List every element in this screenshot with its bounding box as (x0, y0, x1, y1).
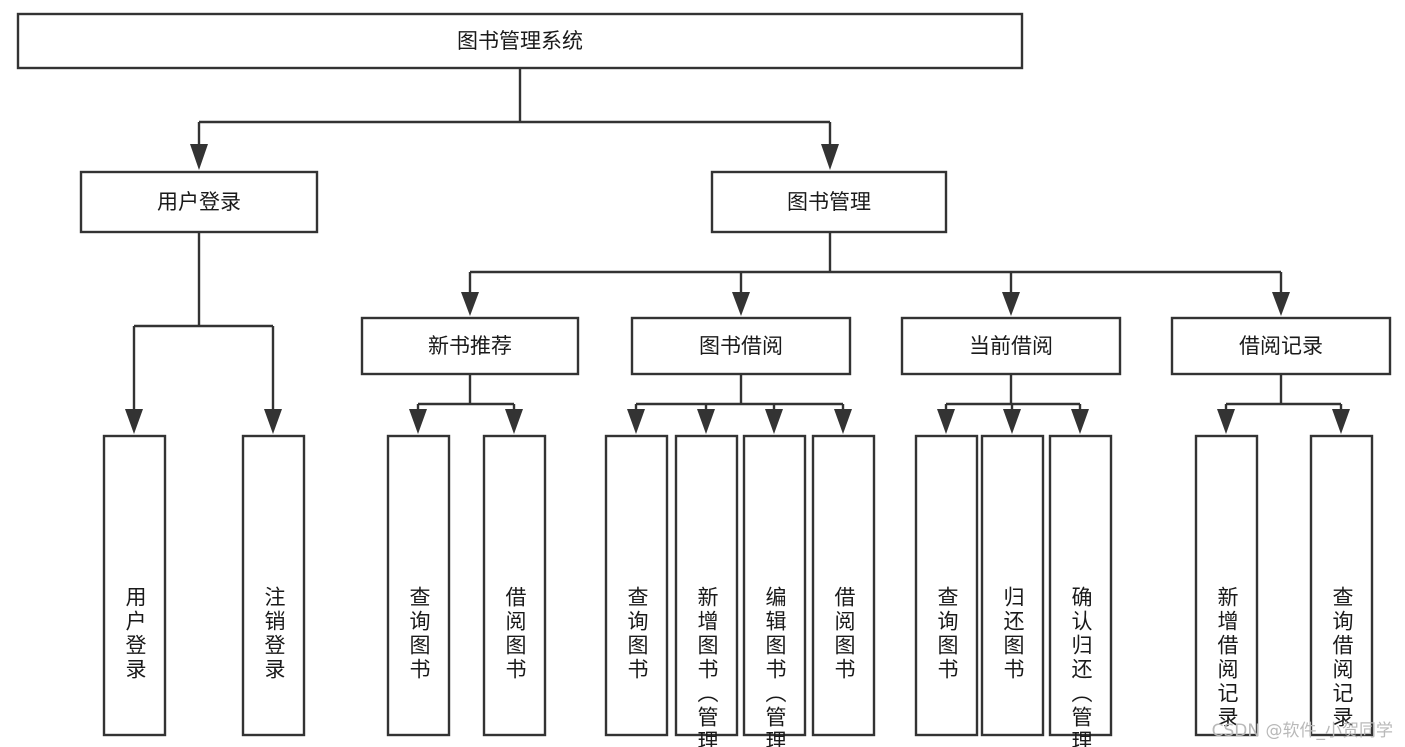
node-leaf-borrow-book-recommend-label: 借阅图书 (503, 586, 527, 682)
node-root-label: 图书管理系统 (457, 29, 583, 53)
node-new-book-recommend-box[interactable] (360, 316, 580, 376)
node-leaf-query-book-borrow-label: 查询图书 (625, 586, 649, 682)
node-leaf-query-book-current-box[interactable] (914, 434, 979, 737)
arrowhead-user-login (190, 144, 208, 170)
node-leaf-borrow-book-recommend-box[interactable] (482, 434, 547, 737)
node-borrow-record-box[interactable] (1170, 316, 1392, 376)
node-leaf-query-borrow-record-label: 查询借阅记录 (1330, 586, 1354, 730)
node-new-book-recommend-label: 新书推荐 (428, 334, 512, 358)
node-book-borrow-label: 图书借阅 (699, 334, 783, 358)
node-leaf-return-book-label: 归还图书 (1001, 586, 1025, 682)
node-leaf-query-book-borrow[interactable]: 查询图书 (604, 434, 669, 737)
arrowhead-leaf-edit-book (765, 409, 783, 434)
node-leaf-user-login-label: 用户登录 (123, 586, 147, 682)
node-leaf-add-borrow-record-box[interactable] (1194, 434, 1259, 737)
connector-layer (125, 68, 1350, 434)
node-leaf-query-book-current[interactable]: 查询图书 (914, 434, 979, 737)
node-leaf-borrow-book[interactable]: 借阅图书 (811, 434, 876, 737)
node-leaf-borrow-book-box[interactable] (811, 434, 876, 737)
node-leaf-user-logout[interactable]: 注销登录 (241, 434, 306, 737)
node-borrow-record-label: 借阅记录 (1239, 334, 1323, 358)
node-leaf-return-book-box[interactable] (980, 434, 1045, 737)
arrowhead-book-borrow (732, 292, 750, 316)
arrowhead-borrow-record (1272, 292, 1290, 316)
node-leaf-query-book-recommend-label: 查询图书 (407, 586, 431, 682)
arrowhead-leaf-add-record (1217, 409, 1235, 434)
arrowhead-current-borrow (1002, 292, 1020, 316)
node-leaf-user-login[interactable]: 用户登录 (102, 434, 167, 737)
arrowhead-leaf-borrow-book-bor (834, 409, 852, 434)
node-leaf-user-logout-label: 注销登录 (262, 586, 286, 682)
node-leaf-confirm-return-label: 确认归还（管理员） (1069, 586, 1093, 747)
node-leaf-add-book-box[interactable] (674, 434, 739, 737)
node-book-borrow-box[interactable] (630, 316, 852, 376)
node-leaf-query-book-recommend-box[interactable] (386, 434, 451, 737)
node-leaf-edit-book-label: 编辑图书（管理员） (763, 586, 787, 747)
node-user-login[interactable]: 用户登录 (79, 170, 319, 234)
node-root-box[interactable] (16, 12, 1024, 70)
node-leaf-edit-book-box[interactable] (742, 434, 807, 737)
node-leaf-query-book-recommend[interactable]: 查询图书 (386, 434, 451, 737)
node-book-management[interactable]: 图书管理 (710, 170, 948, 234)
node-root[interactable]: 图书管理系统 (16, 12, 1024, 70)
node-current-borrow[interactable]: 当前借阅 (900, 316, 1122, 376)
arrowhead-new-book-recommend (461, 292, 479, 316)
node-leaf-return-book[interactable]: 归还图书 (980, 434, 1045, 737)
node-leaf-add-borrow-record[interactable]: 新增借阅记录 (1194, 434, 1259, 737)
node-book-borrow[interactable]: 图书借阅 (630, 316, 852, 376)
node-leaf-edit-book[interactable]: 编辑图书（管理员） (742, 434, 807, 747)
arrowhead-leaf-confirm-return (1071, 409, 1089, 434)
arrowhead-leaf-user-login (125, 409, 143, 434)
node-leaf-borrow-book-label: 借阅图书 (832, 586, 856, 682)
node-leaf-query-borrow-record[interactable]: 查询借阅记录 (1309, 434, 1374, 737)
node-leaf-user-logout-box[interactable] (241, 434, 306, 737)
node-current-borrow-box[interactable] (900, 316, 1122, 376)
node-user-login-box[interactable] (79, 170, 319, 234)
arrowhead-book-management (821, 144, 839, 170)
node-leaf-add-book-label: 新增图书（管理员） (695, 586, 719, 747)
node-book-management-label: 图书管理 (787, 190, 871, 214)
arrowhead-leaf-add-book (697, 409, 715, 434)
arrowhead-leaf-query-book-bor (627, 409, 645, 434)
node-leaf-add-book[interactable]: 新增图书（管理员） (674, 434, 739, 747)
node-current-borrow-label: 当前借阅 (969, 334, 1053, 358)
node-leaf-query-book-borrow-box[interactable] (604, 434, 669, 737)
node-leaf-confirm-return[interactable]: 确认归还（管理员） (1048, 434, 1113, 747)
arrowhead-leaf-borrow-book-rec (505, 409, 523, 434)
node-leaf-query-borrow-record-box[interactable] (1309, 434, 1374, 737)
node-leaf-query-book-current-label: 查询图书 (935, 586, 959, 682)
arrowhead-leaf-query-book-cur (937, 409, 955, 434)
arrowhead-leaf-return-book (1003, 409, 1021, 434)
arrowhead-leaf-query-book-rec (409, 409, 427, 434)
node-leaf-user-login-box[interactable] (102, 434, 167, 737)
node-leaf-confirm-return-box[interactable] (1048, 434, 1113, 737)
node-leaf-add-borrow-record-label: 新增借阅记录 (1215, 586, 1239, 730)
node-book-management-box[interactable] (710, 170, 948, 234)
node-borrow-record[interactable]: 借阅记录 (1170, 316, 1392, 376)
node-user-login-label: 用户登录 (157, 190, 241, 214)
arrowhead-leaf-query-record (1332, 409, 1350, 434)
arrowhead-leaf-user-logout (264, 409, 282, 434)
node-leaf-borrow-book-recommend[interactable]: 借阅图书 (482, 434, 547, 737)
node-new-book-recommend[interactable]: 新书推荐 (360, 316, 580, 376)
